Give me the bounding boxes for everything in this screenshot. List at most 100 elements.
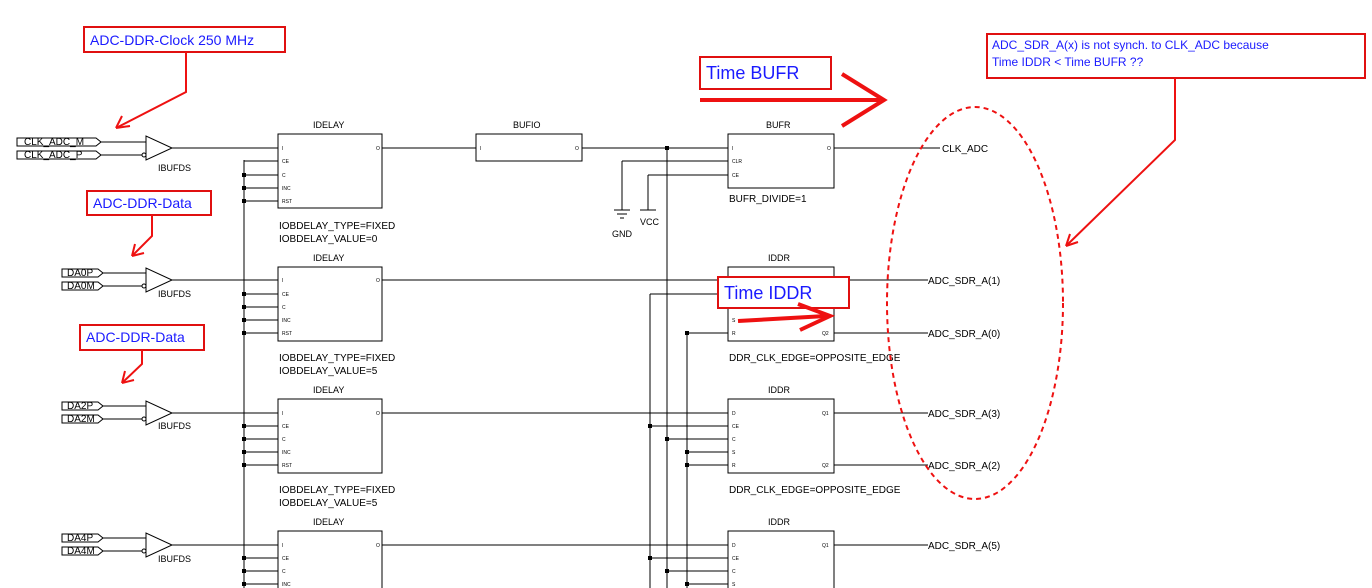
svg-text:C: C	[732, 569, 736, 575]
net-label-a0: ADC_SDR_A(0)	[928, 329, 1000, 340]
svg-text:INC: INC	[282, 582, 291, 588]
net-label-a2: ADC_SDR_A(2)	[928, 461, 1000, 472]
block-title: IDDR	[768, 253, 790, 263]
input-port-label: CLK_ADC_P	[24, 150, 83, 161]
ibufds-label: IBUFDS	[158, 289, 191, 299]
svg-text:Time IDDR < Time BUFR ??: Time IDDR < Time BUFR ??	[992, 55, 1144, 69]
annotation-time-iddr: Time IDDR	[717, 276, 850, 332]
svg-text:INC: INC	[282, 450, 291, 456]
input-port-label: DA2M	[67, 414, 95, 425]
svg-text:S: S	[732, 318, 736, 324]
svg-text:Time BUFR: Time BUFR	[706, 63, 799, 83]
svg-text:C: C	[282, 173, 286, 179]
svg-text:I: I	[282, 278, 283, 284]
ibufds-da0: IBUFDS	[103, 267, 191, 299]
svg-text:CE: CE	[732, 424, 740, 430]
svg-text:CE: CE	[282, 424, 290, 430]
annotation-data-2: ADC-DDR-Data	[79, 324, 205, 384]
input-port-label: DA4P	[67, 533, 93, 544]
svg-text:I: I	[282, 411, 283, 417]
annotation-question: ADC_SDR_A(x) is not synch. to CLK_ADC be…	[986, 33, 1366, 247]
svg-text:I: I	[282, 146, 283, 152]
block-title: BUFIO	[513, 120, 541, 130]
net-label-a1: ADC_SDR_A(1)	[928, 276, 1000, 287]
svg-text:INC: INC	[282, 318, 291, 324]
svg-text:RST: RST	[282, 199, 292, 205]
iddr-block-3: IDDR D CE C S Q1	[727, 517, 835, 588]
svg-text:ADC-DDR-Data: ADC-DDR-Data	[86, 329, 185, 345]
annotation-data-1: ADC-DDR-Data	[86, 190, 212, 257]
svg-text:S: S	[732, 582, 736, 588]
svg-text:Time IDDR: Time IDDR	[724, 283, 812, 303]
block-title: IDELAY	[313, 517, 344, 527]
svg-text:O: O	[575, 146, 579, 152]
input-port-label: DA0P	[67, 268, 93, 279]
gnd-symbol: GND	[612, 160, 728, 239]
block-title: IDELAY	[313, 385, 344, 395]
svg-text:R: R	[732, 463, 736, 469]
block-title: IDELAY	[313, 253, 344, 263]
svg-text:O: O	[376, 411, 380, 417]
svg-text:I: I	[480, 146, 481, 152]
input-port-da0p: DA0P	[61, 268, 104, 279]
block-title: IDDR	[768, 385, 790, 395]
annotation-clock: ADC-DDR-Clock 250 MHz	[83, 26, 286, 129]
ibufds-label: IBUFDS	[158, 421, 191, 431]
ibufds-da4: IBUFDS	[103, 532, 191, 564]
svg-text:I: I	[282, 543, 283, 549]
param-label: IOBDELAY_VALUE=5	[279, 498, 378, 509]
bufr-block: BUFR I CLR CE O BUFR_DIVIDE=1	[727, 120, 835, 205]
param-label: IOBDELAY_VALUE=0	[279, 234, 378, 245]
svg-text:GND: GND	[612, 229, 633, 239]
input-port-clk-m: CLK_ADC_M	[16, 137, 102, 148]
idelay-block-da4: IDELAY I CE C INC O	[277, 517, 383, 588]
ibufds-label: IBUFDS	[158, 163, 191, 173]
svg-text:C: C	[282, 569, 286, 575]
param-label: IOBDELAY_VALUE=5	[279, 366, 378, 377]
block-title: BUFR	[766, 120, 791, 130]
idelay-block-clock: IDELAY I CE C INC RST O IOBDELAY_TYPE=FI…	[277, 120, 395, 245]
input-port-da2m: DA2M	[61, 414, 104, 425]
param-label: DDR_CLK_EDGE=OPPOSITE_EDGE	[729, 353, 901, 364]
svg-text:D: D	[732, 411, 736, 417]
idelay-control-taps	[242, 160, 278, 586]
svg-text:CE: CE	[282, 292, 290, 298]
svg-text:CLR: CLR	[732, 159, 742, 165]
svg-text:O: O	[376, 146, 380, 152]
svg-text:INC: INC	[282, 186, 291, 192]
vcc-symbol: VCC	[640, 174, 728, 227]
iddr-block-2: IDDR D CE C S R Q1 Q2 DDR_CLK_EDGE=OPPOS…	[727, 385, 901, 496]
svg-text:O: O	[827, 146, 831, 152]
param-label: BUFR_DIVIDE=1	[729, 194, 807, 205]
svg-text:D: D	[732, 543, 736, 549]
block-title: IDELAY	[313, 120, 344, 130]
idelay-block-da2: IDELAY I CE C INC RST O IOBDELAY_TYPE=FI…	[277, 385, 395, 509]
svg-text:O: O	[376, 278, 380, 284]
ibufds-label: IBUFDS	[158, 554, 191, 564]
svg-text:O: O	[376, 543, 380, 549]
svg-text:ADC_SDR_A(x) is not synch. to: ADC_SDR_A(x) is not synch. to CLK_ADC be…	[992, 38, 1269, 52]
svg-text:VCC: VCC	[640, 217, 660, 227]
ibufds-da2: IBUFDS	[103, 400, 191, 431]
input-port-da4p: DA4P	[61, 533, 104, 544]
svg-text:CE: CE	[282, 556, 290, 562]
svg-text:S: S	[732, 450, 736, 456]
svg-text:C: C	[282, 305, 286, 311]
param-label: DDR_CLK_EDGE=OPPOSITE_EDGE	[729, 485, 901, 496]
svg-text:Q2: Q2	[822, 331, 829, 337]
param-label: IOBDELAY_TYPE=FIXED	[279, 353, 395, 364]
input-port-label: DA2P	[67, 401, 93, 412]
input-port-da2p: DA2P	[61, 401, 104, 412]
input-port-label: DA0M	[67, 281, 95, 292]
svg-text:Q1: Q1	[822, 543, 829, 549]
net-label-clk-adc: CLK_ADC	[942, 144, 988, 155]
param-label: IOBDELAY_TYPE=FIXED	[279, 221, 395, 232]
svg-text:CE: CE	[732, 556, 740, 562]
param-label: IOBDELAY_TYPE=FIXED	[279, 485, 395, 496]
block-title: IDDR	[768, 517, 790, 527]
svg-text:ADC-DDR-Data: ADC-DDR-Data	[93, 195, 192, 211]
svg-text:CE: CE	[732, 173, 740, 179]
input-port-clk-p: CLK_ADC_P	[16, 150, 102, 161]
input-port-label: DA4M	[67, 546, 95, 557]
